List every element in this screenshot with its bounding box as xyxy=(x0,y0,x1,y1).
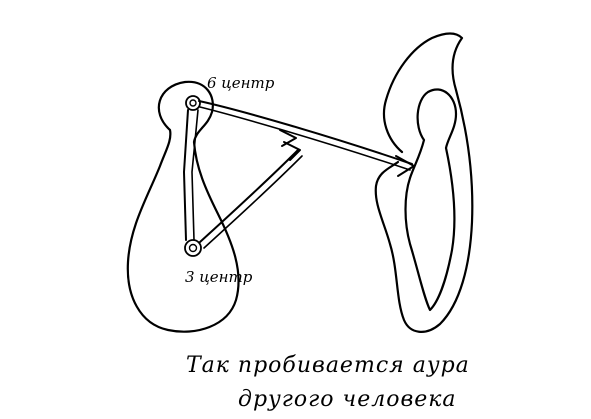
beam-from-center-3 xyxy=(199,149,299,243)
caption-line-1: Так пробивается аура xyxy=(186,353,470,378)
center-6-label: 6 центр xyxy=(207,74,275,92)
arrowhead-right xyxy=(395,155,415,177)
center-6-marker xyxy=(185,95,201,111)
right-figure-inner-body xyxy=(404,88,458,312)
center-3-label: 3 центр xyxy=(185,268,253,286)
beam-from-center-6-second-line xyxy=(199,106,411,171)
beam-from-center-3-second-line xyxy=(203,155,303,249)
center-3-marker-inner xyxy=(188,243,198,253)
channel-6-to-3 xyxy=(183,109,189,241)
channel-6-to-3-second-line xyxy=(191,109,199,241)
caption-line-2: другого человека xyxy=(238,387,457,412)
center-3-marker xyxy=(184,239,202,257)
left-figure-outline xyxy=(126,80,240,333)
arrowhead-middle xyxy=(283,141,301,161)
beam-from-center-6 xyxy=(198,100,413,165)
center-6-marker-inner xyxy=(189,99,197,107)
right-figure-aura-outline xyxy=(374,32,474,333)
